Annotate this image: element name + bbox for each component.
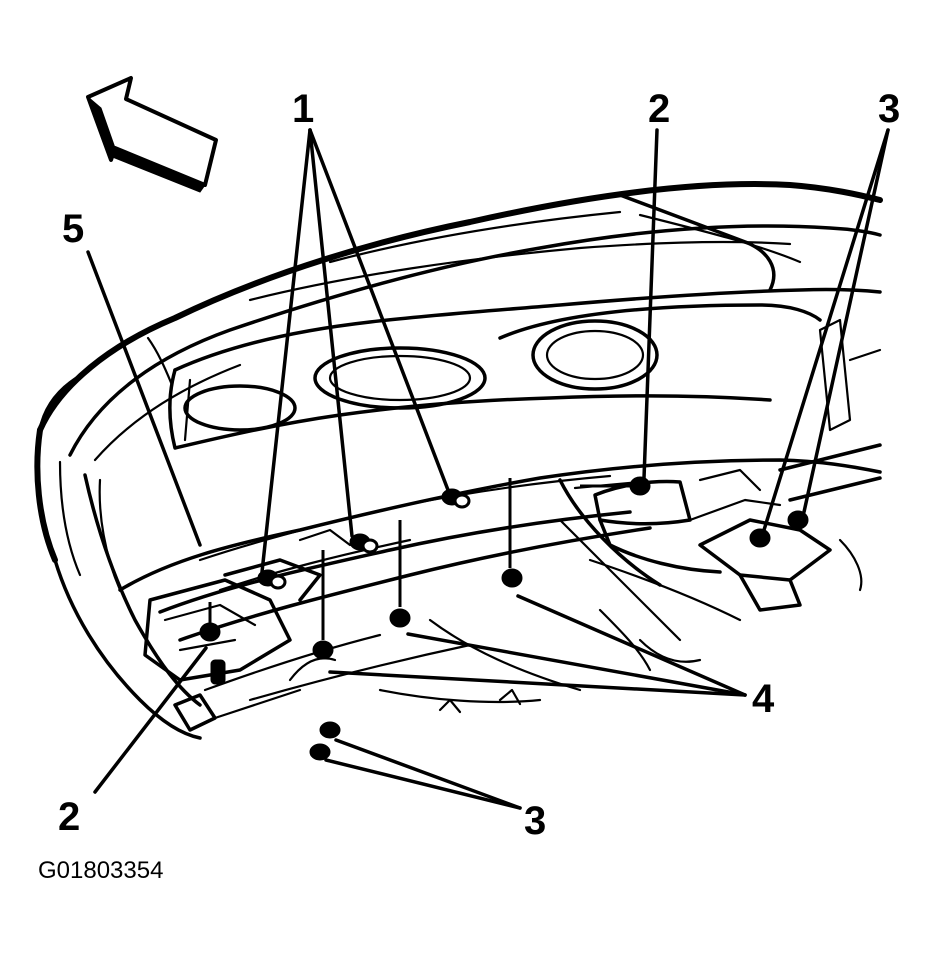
fasteners-3 — [210, 510, 809, 761]
trunk-floor — [118, 458, 882, 714]
leader-lines — [86, 128, 890, 810]
callout-4: 4 — [752, 677, 775, 721]
callout-1: 1 — [292, 87, 314, 131]
rear-panel — [168, 193, 882, 450]
callout-3-top: 3 — [878, 87, 900, 131]
fasteners-2 — [199, 476, 651, 642]
callout-5: 5 — [62, 207, 84, 251]
figure-id: G01803354 — [38, 857, 163, 884]
callout-3-bottom: 3 — [524, 799, 546, 843]
fasteners-4 — [312, 478, 523, 660]
callout-2-top: 2 — [648, 87, 670, 131]
fasteners-1 — [257, 488, 471, 590]
left-bracket-assembly — [143, 528, 352, 732]
callout-2-bottom: 2 — [58, 795, 80, 839]
direction-arrow-icon — [86, 76, 218, 193]
